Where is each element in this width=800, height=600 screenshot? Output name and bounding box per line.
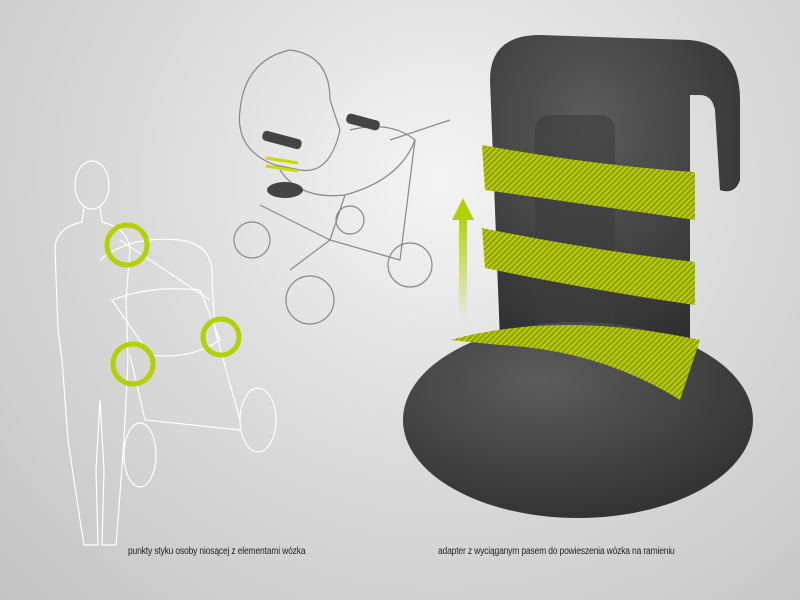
contact-point-circles xyxy=(104,222,242,387)
caption-adapter: adapter z wyciąganym pasem do powieszeni… xyxy=(438,546,675,557)
contact-point-hand xyxy=(200,316,242,358)
stroller-sketch xyxy=(233,49,451,325)
stroller-carried-outline xyxy=(99,238,277,488)
pull-up-arrow-icon xyxy=(452,198,474,320)
caption-contact-points: punkty styku osoby niosącej z elementami… xyxy=(128,546,306,557)
person-outline xyxy=(54,160,131,546)
stroller-yellow-marks xyxy=(265,156,299,173)
contact-point-shoulder xyxy=(104,222,150,268)
contact-point-hip xyxy=(110,341,156,387)
adapter-3d xyxy=(403,35,753,518)
stroller-handle-grips xyxy=(262,113,380,198)
